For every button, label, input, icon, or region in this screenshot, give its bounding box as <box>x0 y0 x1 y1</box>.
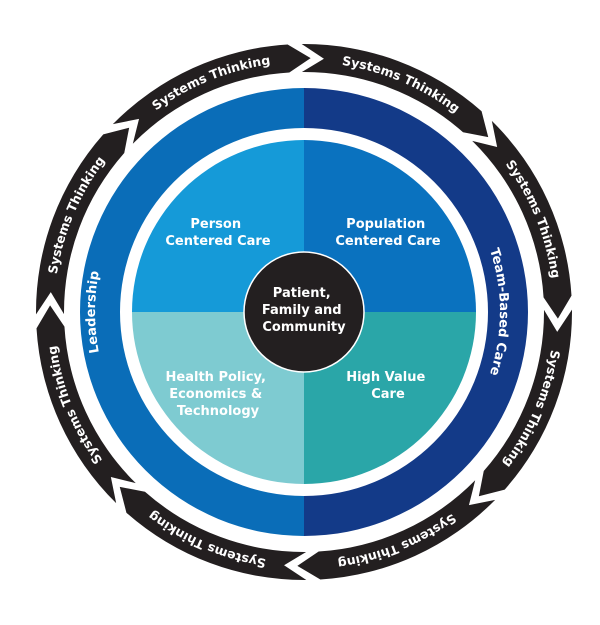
center-hub: Patient, Family and Community <box>243 251 365 373</box>
systems-thinking-arrow <box>112 44 311 144</box>
quadrant-population-centered-care <box>304 140 476 312</box>
patient-family-community-label: Patient, Family and Community <box>262 286 346 335</box>
quadrant-health-policy <box>132 312 304 484</box>
systems-thinking-arrow <box>35 127 130 315</box>
systems-thinking-arrow <box>297 480 496 580</box>
team-based-care-ring-segment <box>304 88 528 536</box>
systems-thinking-arrow <box>478 309 573 497</box>
leadership-ring-segment <box>80 88 304 536</box>
person-centered-care-label: Person Centered Care <box>165 217 270 249</box>
leadership-label: Leadership <box>84 270 103 355</box>
systems-thinking-arrow <box>472 120 572 319</box>
systems-thinking-arrow <box>36 305 136 504</box>
population-centered-care-label: Population Centered Care <box>335 217 440 249</box>
middle-ring: Leadership Team-Based Care <box>80 88 528 536</box>
high-value-care-label: High Value Care <box>346 370 430 402</box>
quadrants: Person Centered Care Population Centered… <box>132 140 476 484</box>
quadrant-high-value-care <box>304 312 476 484</box>
systems-thinking-arrow <box>119 486 307 581</box>
health-policy-label: Health Policy, Economics & Technology <box>166 370 271 419</box>
center-circle <box>243 251 365 373</box>
quadrant-person-centered-care <box>132 140 304 312</box>
systems-thinking-arrow <box>301 43 489 138</box>
